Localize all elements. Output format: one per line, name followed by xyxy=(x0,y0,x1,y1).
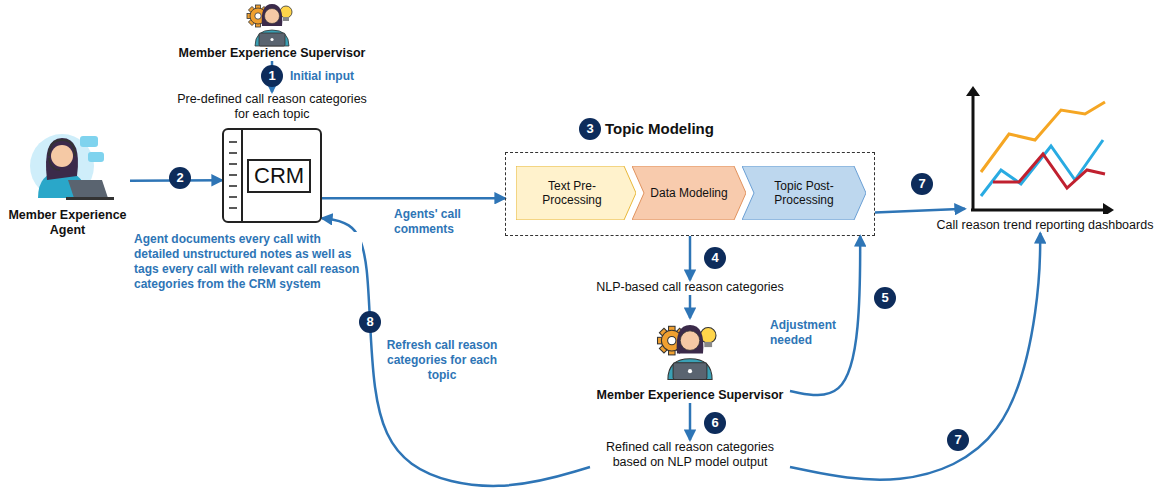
step-label: Data Modeling xyxy=(646,166,732,220)
callout-number: 5 xyxy=(874,287,896,309)
callout-number: 2 xyxy=(169,167,191,189)
connector-arrow xyxy=(689,295,692,318)
callout-number: 1 xyxy=(261,65,283,87)
crm-box: CRM xyxy=(222,128,322,223)
chart-caption: Call reason trend reporting dashboards xyxy=(925,218,1165,233)
output-text: NLP-based call reason categories xyxy=(590,280,790,295)
callout-number: 6 xyxy=(704,412,726,434)
supervisor-icon xyxy=(247,4,292,46)
step-label: Topic Post-Processing xyxy=(756,166,852,220)
callout-number: 7 xyxy=(911,173,933,195)
chart-area xyxy=(965,84,1115,214)
callout-number: 8 xyxy=(359,311,381,333)
edge-label: Initial input xyxy=(288,69,382,84)
process-chevron: Data Modeling xyxy=(632,166,746,220)
output-text: Refined call reason categories based on … xyxy=(590,440,790,470)
trend-chart xyxy=(965,84,1115,214)
system-name: CRM xyxy=(247,159,311,193)
connector-arrow xyxy=(875,209,965,213)
agent-label: Member Experience Agent xyxy=(5,208,130,238)
group-title: Topic Modeling xyxy=(505,120,875,138)
process-chevron: Text Pre-Processing xyxy=(516,166,636,220)
supervisor-icon xyxy=(658,325,717,380)
crm-strip xyxy=(224,130,244,221)
label-node: Member Experience Agent xyxy=(5,128,130,238)
label-node: Refined call reason categories based on … xyxy=(590,440,790,470)
dashed-boundary: Text Pre-Processing Data Modeling Topic Po… xyxy=(505,152,875,236)
supervisor-label: Member Experience Supervisor xyxy=(172,46,372,61)
connector-arrow xyxy=(322,218,590,486)
edge-label: Refresh call reason categories for each … xyxy=(384,338,500,383)
step-label: Text Pre-Processing xyxy=(522,166,622,220)
group-box: Topic ModelingText Pre-Processing Data Mo… xyxy=(505,120,875,236)
dashboard-node: Call reason trend reporting dashboards xyxy=(925,84,1165,233)
edge-label: Adjustment needed xyxy=(768,318,852,348)
process-chevron: Topic Post-Processing xyxy=(742,166,866,220)
callout-number: 7 xyxy=(947,429,969,451)
connector-arrow xyxy=(790,236,860,395)
label-node: Member Experience Supervisor xyxy=(172,2,372,61)
crm-node: Pre-defined call reason categories for e… xyxy=(172,92,372,223)
label-node: Member Experience Supervisor xyxy=(590,318,790,403)
agent-icon xyxy=(30,134,114,200)
connector-arrow xyxy=(689,236,692,280)
connector-arrow xyxy=(790,233,1040,480)
connector-arrow xyxy=(322,197,505,200)
edge-label: Agents' call comments xyxy=(392,207,488,237)
label-node: NLP-based call reason categories xyxy=(590,280,790,295)
supervisor-label: Member Experience Supervisor xyxy=(590,388,790,403)
heading: Pre-defined call reason categories for e… xyxy=(172,92,372,122)
callout-number: 4 xyxy=(704,247,726,269)
connector-arrow xyxy=(689,403,692,440)
callout-number: 3 xyxy=(579,118,601,140)
edge-label: Agent documents every call with detailed… xyxy=(132,232,362,292)
